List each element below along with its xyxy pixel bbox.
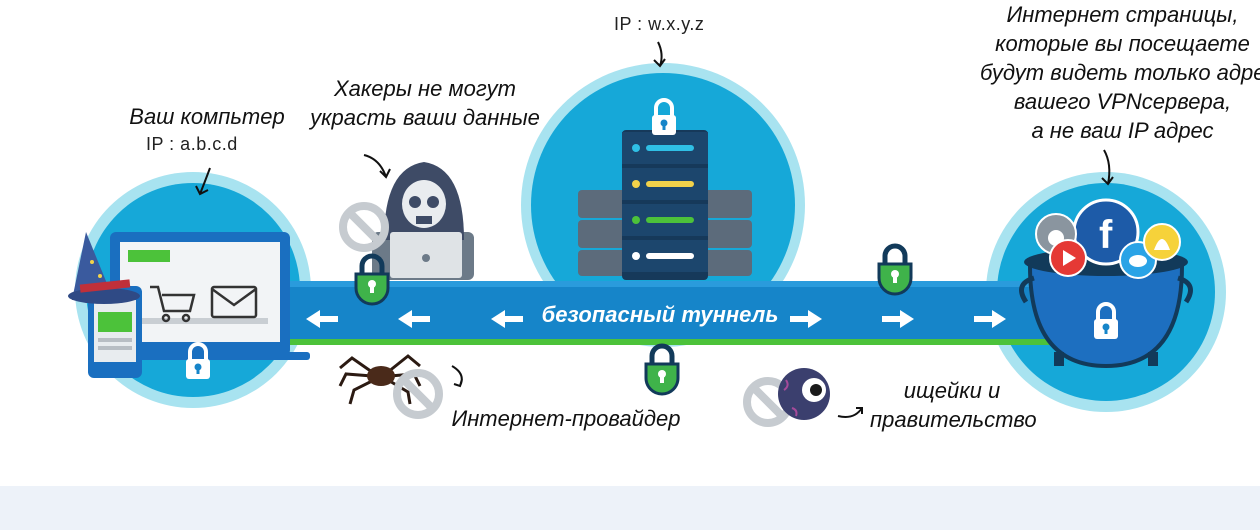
isp-label: Интернет-провайдер bbox=[451, 406, 681, 431]
server-icon bbox=[578, 130, 752, 280]
lock-icon bbox=[879, 246, 911, 294]
wizard-hat-icon bbox=[68, 232, 140, 304]
youtube-icon bbox=[1049, 239, 1087, 277]
pointer-arrow bbox=[195, 167, 211, 196]
pointer-arrow bbox=[653, 41, 666, 68]
cart-icon bbox=[150, 285, 196, 323]
spies-label-1: ищейки и bbox=[903, 378, 1001, 403]
snapchat-icon bbox=[1143, 223, 1181, 261]
eyeball-icon bbox=[778, 368, 830, 420]
sites-label-4: вашего VPNсервера, bbox=[1013, 89, 1232, 114]
phone-icon bbox=[88, 286, 142, 378]
hackers-label-2: украсть ваши данные bbox=[310, 105, 540, 130]
sites-label-1: Интернет страницы, bbox=[1006, 2, 1239, 27]
bottom-band bbox=[0, 486, 1260, 530]
pointer-arrow bbox=[837, 407, 863, 418]
pointer-arrow bbox=[1101, 149, 1114, 186]
sites-label-3: будут видеть только адрес bbox=[980, 60, 1260, 85]
pointer-arrow bbox=[451, 365, 463, 388]
svg-text:f: f bbox=[1099, 213, 1113, 257]
client-ip: IP : a.b.c.d bbox=[146, 134, 238, 154]
client-label: Ваш компьтер bbox=[129, 104, 285, 129]
hackers-label-1: Хакеры не могут bbox=[333, 76, 516, 101]
pointer-arrow bbox=[363, 154, 391, 179]
sites-label-2: которые вы посещаете bbox=[995, 31, 1250, 56]
spies-label-2: правительство bbox=[870, 407, 1037, 432]
spider-icon bbox=[338, 354, 422, 405]
tunnel-label: безопасный туннель bbox=[541, 302, 779, 327]
server-ip: IP : w.x.y.z bbox=[614, 14, 705, 34]
prohibited-icon bbox=[343, 206, 385, 248]
lock-icon bbox=[646, 346, 678, 394]
facebook-icon: f bbox=[1072, 198, 1140, 266]
hacker-skull-icon bbox=[372, 162, 474, 280]
sites-label-5: а не ваш IP адрес bbox=[1031, 118, 1214, 143]
mail-icon bbox=[210, 285, 258, 319]
